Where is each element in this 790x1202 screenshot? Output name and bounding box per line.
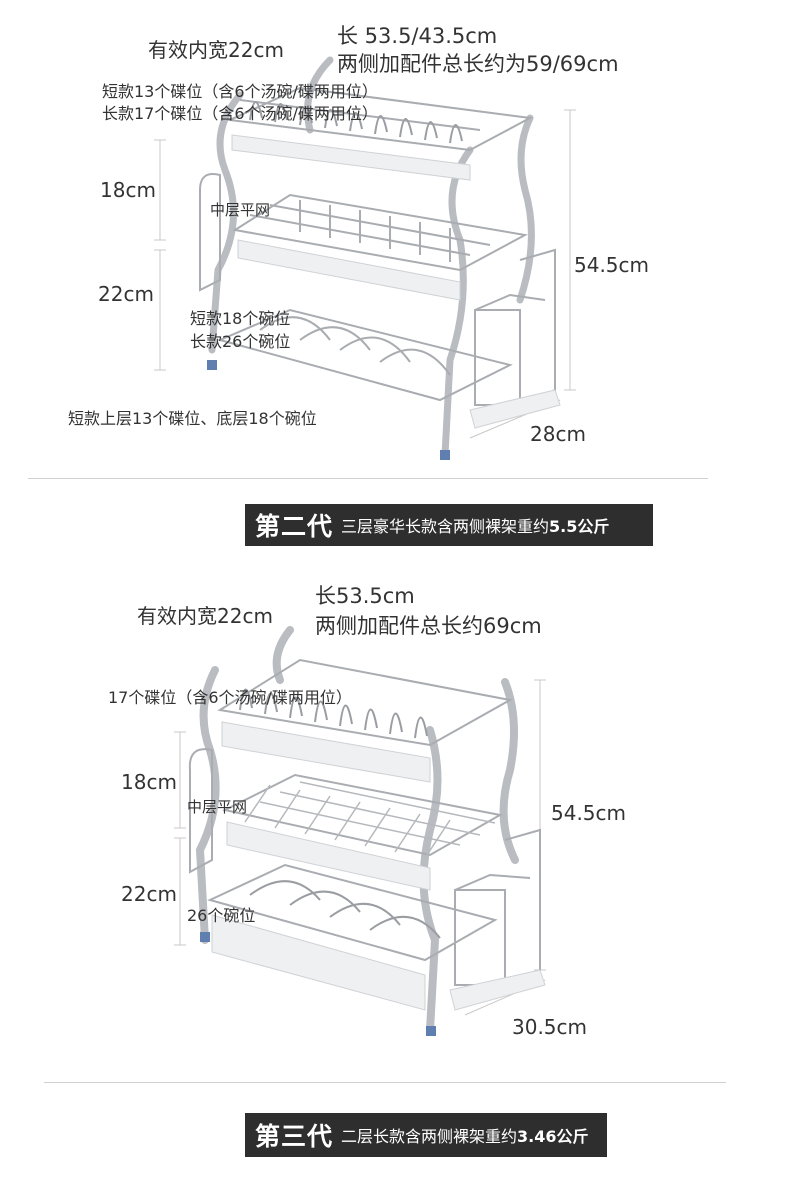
generation-2-description: 三层豪华长款含两侧裸架重约 [341, 517, 550, 536]
generation-2-title: 第二代 [255, 512, 334, 541]
dish-rack-illustration-gen2 [154, 56, 576, 460]
divider-1 [28, 478, 708, 479]
generation-3-description: 二层长款含两侧裸架重约 [341, 1127, 518, 1146]
depth-label-2: 30.5cm [512, 1015, 588, 1039]
upper-height-label: 18cm [100, 178, 156, 202]
generation-3-title: 第三代 [255, 1122, 334, 1151]
depth-label: 28cm [530, 422, 586, 446]
generation-2-banner: 第二代 三层豪华长款含两侧裸架重约 5.5公斤 [245, 504, 653, 546]
lower-height-label-2: 22cm [121, 882, 177, 906]
middle-net-label: 中层平网 [210, 201, 271, 219]
total-length-label-2: 两侧加配件总长约69cm [315, 614, 542, 638]
long-plates-label: 长款17个碟位（含6个汤碗/碟两用位） [102, 104, 378, 123]
short-plates-label: 短款13个碟位（含6个汤碗/碟两用位） [102, 82, 378, 101]
length-label-2: 长53.5cm [315, 584, 415, 608]
length-label: 长 53.5/43.5cm [337, 24, 498, 48]
middle-net-label-2: 中层平网 [187, 798, 248, 816]
generation-3-weight: 3.46公斤 [517, 1127, 589, 1146]
generation-2-weight: 5.5公斤 [549, 517, 610, 536]
total-height-label: 54.5cm [574, 253, 650, 277]
generation-3-banner: 第三代 二层长款含两侧裸架重约 3.46公斤 [245, 1113, 607, 1157]
lower-height-label: 22cm [98, 282, 154, 306]
bowls-label-2: 26个碗位 [187, 906, 256, 925]
plates-label-2: 17个碟位（含6个汤碗/碟两用位） [108, 688, 352, 707]
dish-rack-illustration-gen3 [174, 626, 546, 1036]
inner-width-label: 有效内宽22cm [148, 38, 284, 62]
short-bowls-label: 短款18个碗位 [190, 309, 291, 328]
divider-2 [44, 1082, 726, 1083]
upper-height-label-2: 18cm [121, 770, 177, 794]
inner-width-label-2: 有效内宽22cm [137, 604, 273, 628]
long-bowls-label: 长款26个碗位 [190, 332, 291, 351]
total-height-label-2: 54.5cm [551, 801, 627, 825]
summary-label: 短款上层13个碟位、底层18个碗位 [68, 409, 317, 428]
total-length-label: 两侧加配件总长约为59/69cm [337, 52, 619, 76]
